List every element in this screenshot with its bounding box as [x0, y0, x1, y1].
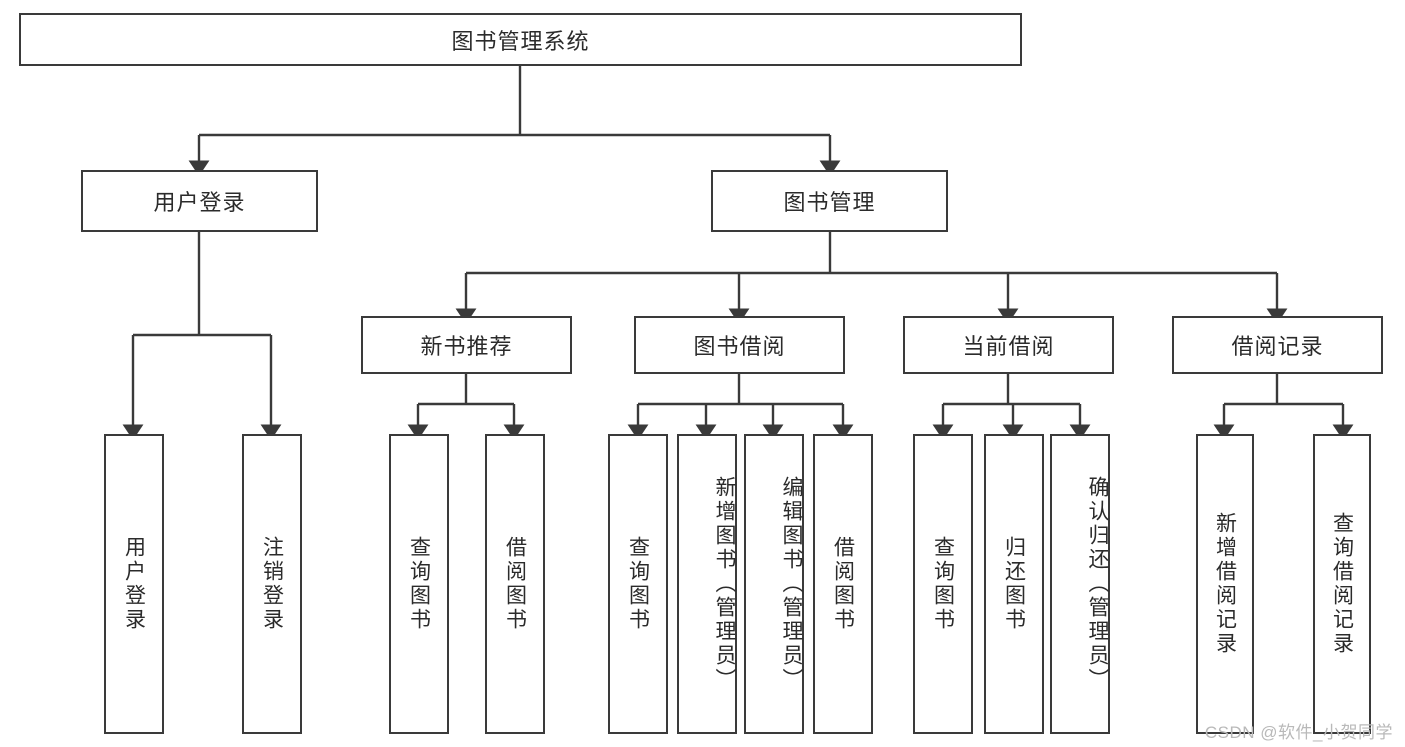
node-current-borrow[interactable]: 当前借阅 [903, 316, 1114, 374]
leaf-confirm-return-admin[interactable]: 确认归还（管理员） [1050, 434, 1110, 734]
node-book-management[interactable]: 图书管理 [711, 170, 948, 232]
leaf-logout[interactable]: 注销登录 [242, 434, 302, 734]
node-new-book-recommend[interactable]: 新书推荐 [361, 316, 572, 374]
leaf-user-login[interactable]: 用户登录 [104, 434, 164, 734]
node-book-borrow[interactable]: 图书借阅 [634, 316, 845, 374]
leaf-borrow-book[interactable]: 借阅图书 [813, 434, 873, 734]
leaf-add-book-admin[interactable]: 新增图书（管理员） [677, 434, 737, 734]
leaf-add-borrow-record[interactable]: 新增借阅记录 [1196, 434, 1254, 734]
watermark-text: CSDN @软件_小贺同学 [1204, 723, 1393, 742]
leaf-return-book[interactable]: 归还图书 [984, 434, 1044, 734]
node-root[interactable]: 图书管理系统 [19, 13, 1022, 66]
leaf-borrow-book-recommend[interactable]: 借阅图书 [485, 434, 545, 734]
node-borrow-record[interactable]: 借阅记录 [1172, 316, 1383, 374]
node-user-login[interactable]: 用户登录 [81, 170, 318, 232]
leaf-query-book-current[interactable]: 查询图书 [913, 434, 973, 734]
leaf-edit-book-admin[interactable]: 编辑图书（管理员） [744, 434, 804, 734]
leaf-query-book-recommend[interactable]: 查询图书 [389, 434, 449, 734]
leaf-query-borrow-record[interactable]: 查询借阅记录 [1313, 434, 1371, 734]
leaf-query-book-borrow[interactable]: 查询图书 [608, 434, 668, 734]
